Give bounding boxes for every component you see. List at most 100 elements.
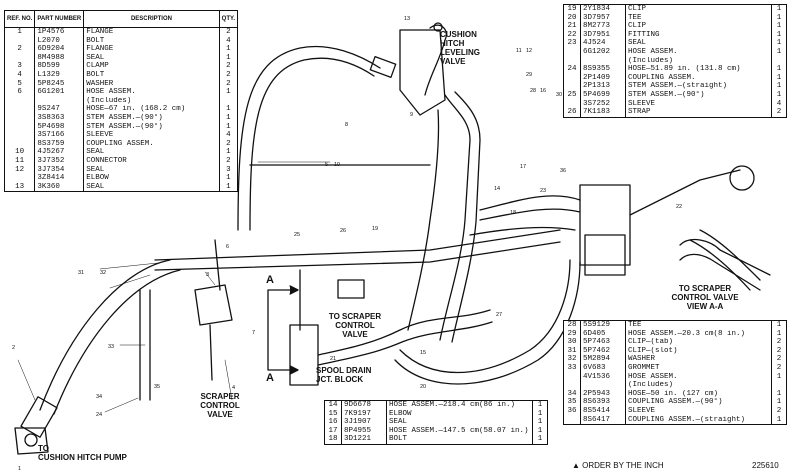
cell-ref: 29 xyxy=(564,329,581,339)
cell-part: 1P4576 xyxy=(34,27,85,37)
cell-ref: 12 xyxy=(5,165,36,175)
cell-part: 4V1536 xyxy=(580,372,626,382)
cell-ref xyxy=(5,105,36,114)
cell-part: 7K9197 xyxy=(341,409,387,419)
cell-part: 6G1202 xyxy=(580,47,626,57)
cell-desc: SLEEVE xyxy=(628,99,656,108)
valve-body xyxy=(579,184,631,266)
cell-part: 2P1313 xyxy=(580,82,626,91)
cell-qty xyxy=(218,96,237,106)
cell-ref: 20 xyxy=(564,13,581,23)
cell-ref: 31 xyxy=(564,346,581,356)
cell-part: 6D405 xyxy=(580,329,626,339)
callout-30: 30 xyxy=(556,92,563,98)
callout-8: 8 xyxy=(345,122,349,128)
cell-part: 8S9355 xyxy=(580,65,626,74)
table-row: (Includes) xyxy=(564,56,786,66)
callout-28: 28 xyxy=(530,88,537,94)
cell-ref: 16 xyxy=(325,418,342,427)
cell-qty: 1 xyxy=(771,39,786,48)
cell-part: 3D1221 xyxy=(341,435,387,444)
cell-qty: 4 xyxy=(771,99,786,109)
cell-part: 8S5414 xyxy=(580,406,626,416)
cell-qty: 1 xyxy=(771,13,786,23)
cell-part: 5P4699 xyxy=(580,90,626,100)
cell-part: 2P1409 xyxy=(580,73,626,83)
cell-desc: TEE xyxy=(628,321,642,329)
cell-part: 4J5267 xyxy=(34,148,85,157)
cell-part: 3S7252 xyxy=(580,99,626,109)
callout-7: 7 xyxy=(252,330,256,336)
callout-2: 2 xyxy=(12,345,16,351)
cell-qty: 3 xyxy=(218,165,237,175)
cell-qty: 1 xyxy=(771,329,786,339)
cell-qty: 2 xyxy=(771,346,786,356)
cell-desc: HOSE ASSEM. xyxy=(628,47,678,56)
cell-part: 5M2894 xyxy=(580,355,626,364)
cell-desc: FLANGE xyxy=(86,45,114,54)
cell-desc: GROMMET xyxy=(628,363,660,372)
cell-desc: SLEEVE xyxy=(86,131,114,140)
cell-part: 6D9204 xyxy=(34,45,85,54)
cell-qty: 1 xyxy=(771,5,786,14)
leveling-valve-bracket xyxy=(399,29,446,116)
cell-ref: 17 xyxy=(325,426,342,436)
cell-ref xyxy=(564,415,581,425)
cell-desc: CLIP—(tab) xyxy=(628,338,674,347)
cell-qty: 1 xyxy=(218,105,237,114)
cell-part: 3Z8414 xyxy=(34,174,85,183)
cell-part: 5P4698 xyxy=(34,122,85,132)
cell-qty: 1 xyxy=(218,113,237,123)
callout-9: 9 xyxy=(410,112,414,118)
cell-desc: CLAMP xyxy=(86,62,109,71)
cell-part xyxy=(580,381,626,390)
cell-qty: 1 xyxy=(218,148,237,157)
cell-ref xyxy=(5,139,36,149)
cell-qty: 1 xyxy=(532,435,547,444)
callout-12: 12 xyxy=(526,48,533,54)
figure-number: 225610 xyxy=(752,461,779,470)
callout-19: 19 xyxy=(372,226,379,232)
cell-part: 3K360 xyxy=(34,182,85,192)
callout-22: 22 xyxy=(676,204,683,210)
cell-desc: TEE xyxy=(628,13,642,22)
cell-qty: 2 xyxy=(771,338,786,347)
cell-ref: 33 xyxy=(564,363,581,373)
cell-ref xyxy=(5,53,36,63)
label-to-scraper-control-valve: TO SCRAPER CONTROL VALVE xyxy=(328,312,382,339)
callout-13: 13 xyxy=(404,16,411,22)
cell-desc: COUPLING ASSEM.—(straight) xyxy=(628,415,746,424)
cell-qty: 2 xyxy=(218,156,237,166)
cell-part: 9D6678 xyxy=(341,401,387,410)
callout-5: 5 xyxy=(325,162,329,168)
cell-desc: COUPLING ASSEM. xyxy=(628,73,696,82)
cell-desc: (Includes) xyxy=(628,56,674,65)
callout-35: 35 xyxy=(154,384,161,390)
cell-part: 3J7352 xyxy=(34,156,85,166)
cell-part xyxy=(34,96,85,106)
cell-part: L1329 xyxy=(34,70,85,80)
cell-desc: (Includes) xyxy=(628,381,674,390)
label-scraper-control-valve: SCRAPER CONTROL VALVE xyxy=(200,392,240,419)
cell-qty: 2 xyxy=(218,70,237,80)
cell-part: 3S7166 xyxy=(34,131,85,140)
cell-ref: 36 xyxy=(564,406,581,416)
cell-qty: 1 xyxy=(771,30,786,40)
callout-33: 33 xyxy=(108,344,115,350)
callout-32: 32 xyxy=(100,270,107,276)
